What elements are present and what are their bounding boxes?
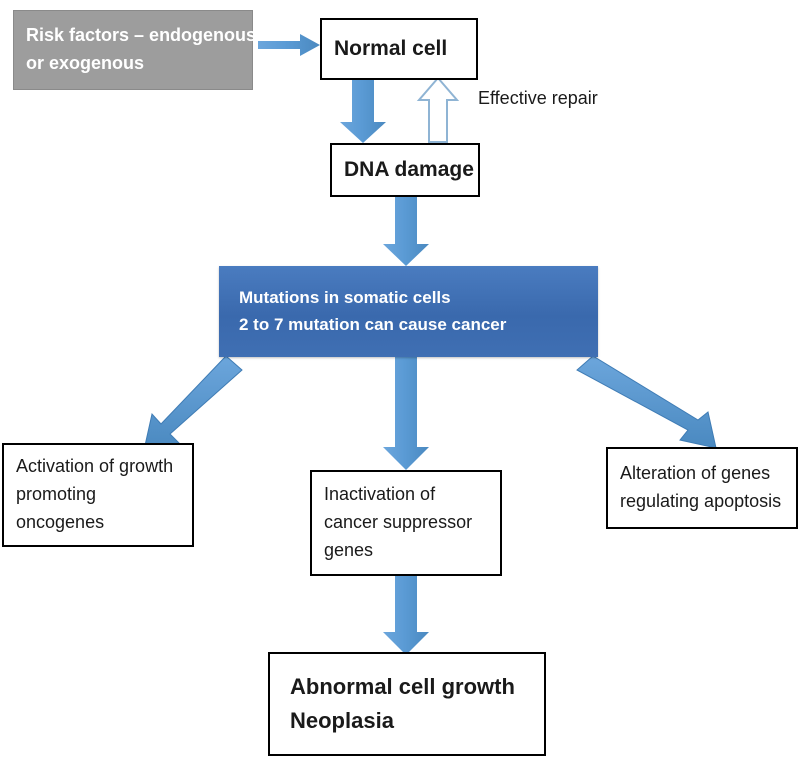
suppressor-genes-line-3: genes [324,539,374,560]
arrow-dna-to-mutations [383,197,429,266]
dna-damage-line-1: DNA damage [344,157,474,181]
oncogenes-line-3: oncogenes [16,511,105,532]
mutations-line-2: 2 to 7 mutation can cause cancer [239,314,507,334]
arrow-suppressor-to-neoplasia [383,576,429,655]
suppressor-genes-line-1: Inactivation of [324,484,436,505]
arrow-mutations-to-suppressor [383,357,429,470]
node-apoptosis[interactable]: Alteration of genes regulating apoptosis [606,447,798,529]
node-neoplasia[interactable]: Abnormal cell growth Neoplasia [268,652,546,756]
risk-factors-line-1: Risk factors – endogenous [26,25,257,46]
neoplasia-line-1: Abnormal cell growth [290,673,515,699]
node-suppressor-genes[interactable]: Inactivation of cancer suppressor genes [310,470,502,576]
arrow-normal-to-dna [340,80,386,143]
node-normal-cell[interactable]: Normal cell [320,18,478,80]
oncogenes-line-1: Activation of growth [16,456,174,477]
arrow-mutations-to-apoptosis [576,355,717,449]
label-effective-repair: Effective repair [478,88,598,108]
arrow-risk-to-normal [258,34,320,56]
node-dna-damage[interactable]: DNA damage [330,143,480,197]
normal-cell-line-1: Normal cell [334,36,448,60]
neoplasia-line-2: Neoplasia [290,708,394,733]
node-oncogenes[interactable]: Activation of growth promoting oncogenes [2,443,194,547]
risk-factors-line-2: or exogenous [26,53,145,73]
mutations-line-1: Mutations in somatic cells [239,288,451,308]
apoptosis-line-1: Alteration of genes [620,463,771,484]
arrow-effective-repair [416,76,460,143]
apoptosis-line-2: regulating apoptosis [620,491,782,511]
node-mutations[interactable]: Mutations in somatic cells 2 to 7 mutati… [219,266,598,357]
oncogenes-line-2: promoting [16,484,97,505]
arrow-mutations-to-oncogenes [143,355,243,451]
node-risk-factors[interactable]: Risk factors – endogenous or exogenous [13,10,257,90]
suppressor-genes-line-2: cancer suppressor [324,512,473,533]
